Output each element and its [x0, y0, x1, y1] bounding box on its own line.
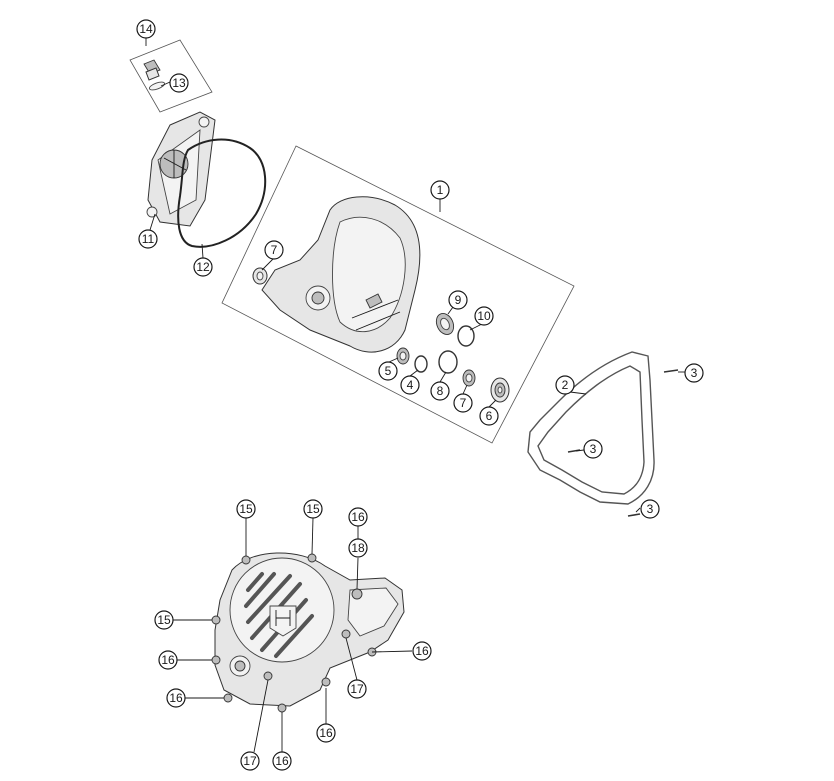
- callout-16-left: 16: [158, 650, 178, 670]
- svg-text:15: 15: [239, 502, 253, 516]
- svg-text:16: 16: [351, 510, 365, 524]
- clutch-cover-assembled: [214, 552, 405, 707]
- callout-15-left-top: 15: [236, 499, 256, 519]
- callout-8: 8: [430, 381, 450, 401]
- callout-16-lower-left: 16: [166, 688, 186, 708]
- cover-bolts: [211, 553, 377, 713]
- svg-text:5: 5: [385, 364, 392, 378]
- callout-6: 6: [479, 406, 499, 426]
- bearing-9: [435, 313, 455, 335]
- callout-17-bottom: 17: [240, 751, 260, 771]
- svg-text:11: 11: [142, 232, 155, 246]
- svg-text:6: 6: [486, 409, 493, 423]
- svg-text:4: 4: [407, 378, 414, 392]
- callout-4: 4: [400, 375, 420, 395]
- oil-seal-left: [252, 267, 268, 285]
- plug-inset-frame: [129, 39, 213, 113]
- svg-text:16: 16: [169, 691, 183, 705]
- leader-lines: [145, 38, 685, 753]
- callout-5: 5: [378, 361, 398, 381]
- callout-13: 13: [169, 73, 189, 93]
- callout-3-bottom: 3: [640, 499, 660, 519]
- callout-9: 9: [448, 290, 468, 310]
- svg-text:16: 16: [319, 726, 333, 740]
- callout-18: 18: [348, 538, 368, 558]
- callout-3-right: 3: [684, 363, 704, 383]
- svg-text:1: 1: [437, 183, 444, 197]
- callout-16-bottom: 16: [272, 751, 292, 771]
- screw-plug: [143, 59, 166, 91]
- seal-5: [396, 347, 410, 365]
- svg-text:2: 2: [562, 378, 569, 392]
- callout-17-right: 17: [347, 679, 367, 699]
- callout-3-middle: 3: [583, 439, 603, 459]
- ring-4: [414, 355, 428, 373]
- svg-text:8: 8: [437, 384, 444, 398]
- svg-text:7: 7: [271, 243, 278, 257]
- callout-7-top: 7: [264, 240, 284, 260]
- svg-text:14: 14: [139, 22, 153, 36]
- bearing-6: [490, 377, 510, 403]
- svg-text:15: 15: [157, 613, 171, 627]
- callout-15-right-top: 15: [303, 499, 323, 519]
- callout-1: 1: [430, 180, 450, 200]
- svg-text:9: 9: [455, 293, 462, 307]
- svg-text:17: 17: [350, 682, 364, 696]
- svg-text:16: 16: [275, 754, 289, 768]
- outer-clutch-cover: [146, 111, 216, 227]
- svg-text:18: 18: [351, 541, 365, 555]
- circlip-10: [457, 325, 475, 347]
- callout-15-left: 15: [154, 610, 174, 630]
- inner-cover-group-frame: [221, 145, 575, 444]
- ring-8: [438, 350, 458, 374]
- svg-text:7: 7: [460, 396, 467, 410]
- svg-text:15: 15: [306, 502, 320, 516]
- svg-text:16: 16: [161, 653, 175, 667]
- callout-10: 10: [474, 306, 494, 326]
- svg-text:3: 3: [590, 442, 597, 456]
- svg-text:13: 13: [172, 76, 186, 90]
- svg-text:12: 12: [196, 260, 210, 274]
- svg-text:3: 3: [647, 502, 654, 516]
- callout-2: 2: [555, 375, 575, 395]
- svg-text:17: 17: [243, 754, 257, 768]
- svg-text:3: 3: [691, 366, 698, 380]
- callout-11: 11: [138, 229, 158, 249]
- callout-7-bottom: 7: [453, 393, 473, 413]
- inner-cover-gasket: [527, 351, 655, 505]
- callout-16-lower-middle: 16: [316, 723, 336, 743]
- seal-7: [462, 369, 476, 387]
- svg-text:16: 16: [415, 644, 429, 658]
- outer-cover-gasket: [177, 138, 267, 248]
- callout-16-right: 16: [412, 641, 432, 661]
- callout-14: 14: [136, 19, 156, 39]
- callout-12: 12: [193, 257, 213, 277]
- inner-clutch-cover: [261, 196, 421, 353]
- svg-text:10: 10: [477, 309, 491, 323]
- callout-16-top: 16: [348, 507, 368, 527]
